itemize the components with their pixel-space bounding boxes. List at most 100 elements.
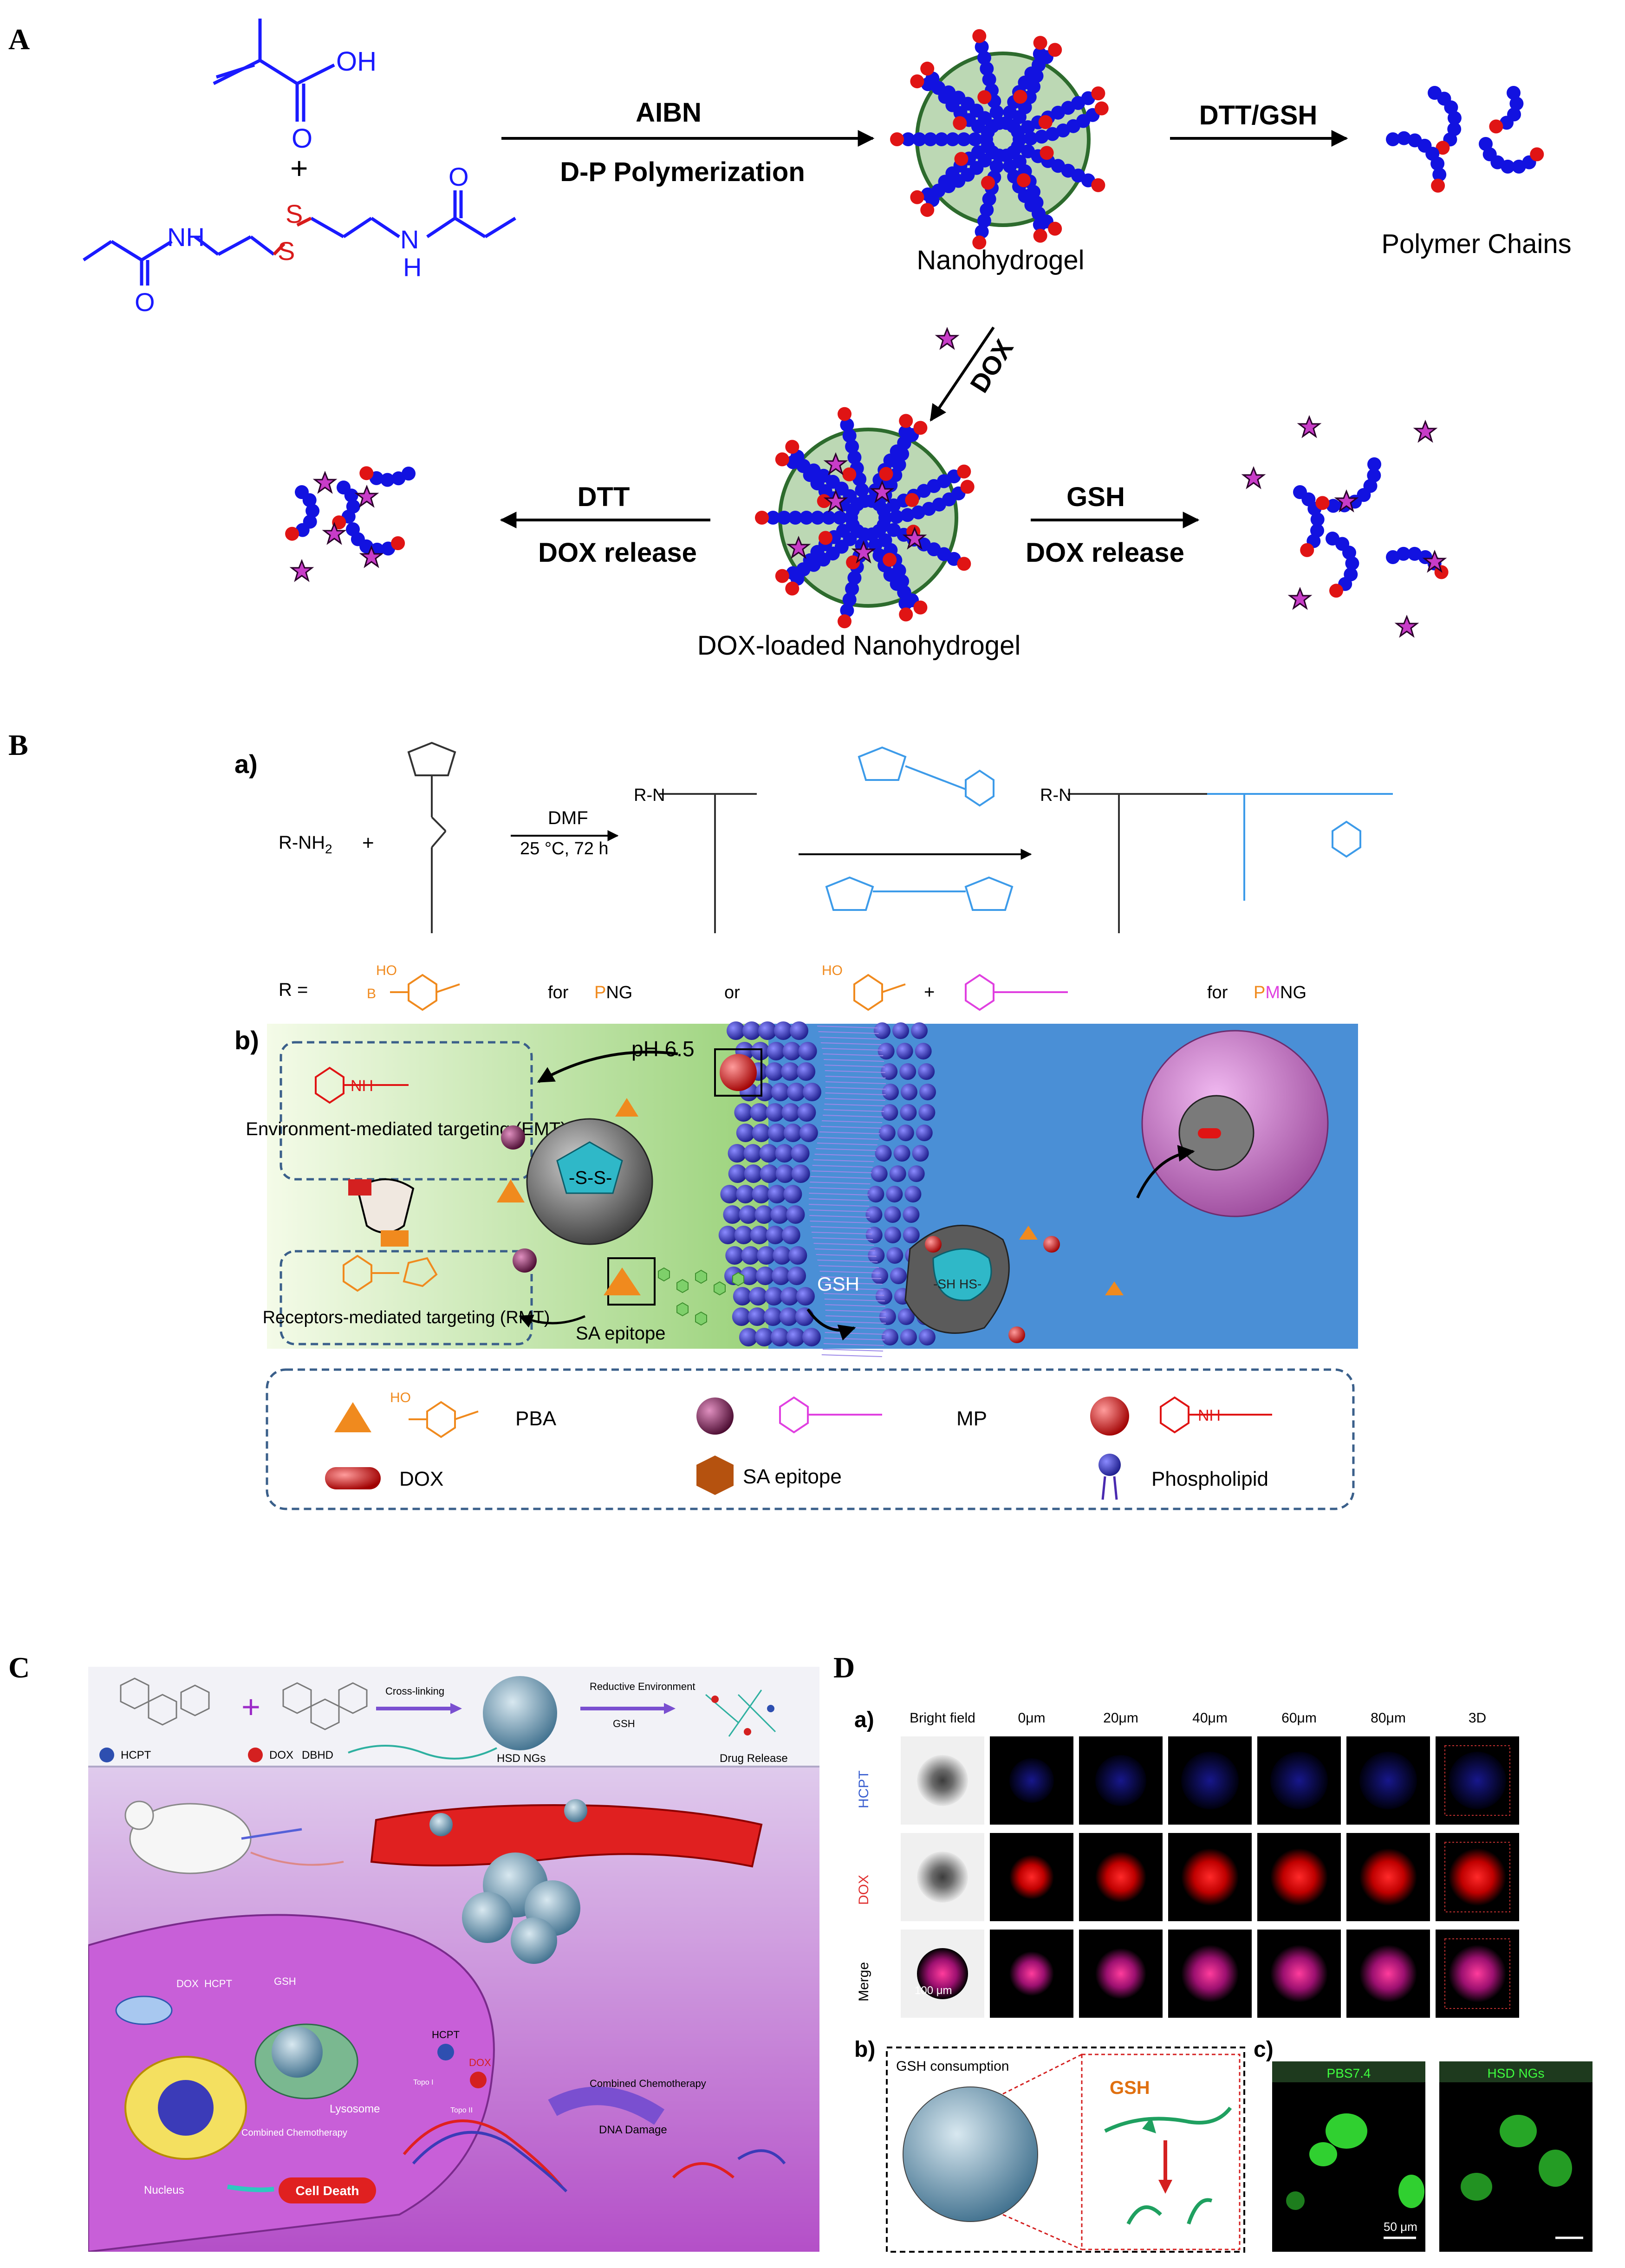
polymer-bead (910, 190, 924, 204)
macroinitiator-structure (659, 793, 757, 933)
svg-text:DOX release: DOX release (538, 538, 697, 568)
svg-text:DBHD: DBHD (302, 1749, 333, 1761)
polymer-bead (913, 600, 928, 615)
polymer-bead (1310, 523, 1324, 538)
monomer-structure (407, 741, 456, 933)
polymer-bead (800, 511, 813, 525)
polymer-bead (1430, 156, 1445, 171)
svg-text:NH: NH (1198, 1407, 1221, 1424)
polymer-bead (1342, 546, 1356, 560)
svg-text:Drug Release: Drug Release (720, 1752, 788, 1765)
polymer-bead (842, 592, 857, 607)
polymer-bead (777, 511, 791, 525)
reductant-label: DTT/GSH (1199, 100, 1318, 130)
panel-b-scheme: a) b) R-NH2 + DMF 25 °C, 72 h R-N R-N R … (234, 741, 1393, 1510)
polymer-bead (899, 607, 913, 622)
extracellular-bg (267, 1024, 768, 1349)
svg-text:B: B (367, 986, 376, 1001)
polymer-bead (911, 505, 925, 520)
polymer-chains-label: Polymer Chains (1381, 229, 1571, 259)
polymer-bead (1489, 119, 1503, 134)
polymer-bead (910, 74, 924, 89)
polymer-bead (901, 132, 915, 146)
polymer-bead (1091, 86, 1105, 101)
svg-text:25 °C, 72 h: 25 °C, 72 h (520, 839, 609, 858)
polymer-bead (923, 132, 937, 146)
polymer-bead (840, 418, 854, 432)
polymer-bead (975, 40, 989, 54)
ph-label: pH 6.5 (631, 1037, 695, 1061)
svg-text:R =: R = (279, 980, 308, 1000)
polymer-bead (892, 458, 906, 472)
handshake-icon (348, 1178, 415, 1247)
column-header: 3D (1469, 1710, 1486, 1726)
sa-epitope-label: SA epitope (576, 1323, 666, 1344)
nanohydrogel-label: Nanohydrogel (916, 245, 1084, 275)
polymer-bead (1034, 130, 1049, 144)
polymer-bead (977, 51, 991, 65)
svg-text:-SH HS-: -SH HS- (933, 1277, 982, 1291)
svg-text:GSH: GSH (817, 1273, 859, 1295)
row-label: HCPT (856, 1770, 871, 1808)
svg-text:HO: HO (822, 963, 843, 978)
panel-label-c: C (8, 1651, 30, 1684)
legend-dox: DOX (399, 1468, 443, 1490)
svg-text:HCPT: HCPT (204, 1978, 232, 1989)
polymer-bead (1501, 159, 1515, 174)
polymer-bead (847, 450, 862, 465)
polymer-bead (775, 569, 789, 583)
polymer-bead (845, 439, 859, 454)
polymer-bead (855, 483, 869, 497)
svg-text:DOX release: DOX release (1026, 538, 1184, 568)
svg-text:Combined Chemotherapy: Combined Chemotherapy (590, 2078, 706, 2089)
svg-text:for: for (548, 983, 569, 1002)
polymer-bead-chains (285, 29, 1544, 637)
polymer-bead (975, 224, 989, 239)
rmt-label: Receptors-mediated targeting (RMT) (263, 1308, 550, 1327)
cell-death-badge (279, 2177, 376, 2203)
svg-text:PMNG: PMNG (1254, 983, 1306, 1002)
polymer-bead (1048, 221, 1062, 236)
svg-text:GSH consumption: GSH consumption (896, 2059, 1009, 2074)
plus-a: + (290, 151, 308, 185)
legend-box (266, 1368, 1355, 1510)
svg-text:DOX: DOX (269, 1749, 293, 1761)
polymer-bead (344, 488, 358, 503)
sub-label-d-c: c) (1254, 2037, 1274, 2062)
polymer-bead (359, 466, 374, 481)
polymer-bead (890, 132, 904, 146)
polymer-bead (1033, 228, 1047, 243)
panel-label-a: A (8, 23, 30, 56)
svg-text:Cross-linking: Cross-linking (385, 1685, 444, 1697)
polymer-bead (847, 571, 862, 585)
polymer-bead (822, 511, 836, 525)
polymer-bead (295, 523, 310, 537)
dna-helix (403, 2119, 563, 2188)
polymer-bead (989, 105, 1004, 119)
svg-text:O: O (135, 287, 155, 317)
polymer-bead (838, 614, 852, 629)
svg-text:GSH: GSH (1110, 2078, 1150, 2098)
polymer-bead (788, 511, 802, 525)
svg-text:DTT: DTT (578, 482, 630, 512)
polymer-bead (980, 61, 994, 76)
polymer-bead (1432, 168, 1447, 182)
polymer-bead (982, 192, 996, 206)
polymer-bead (1029, 69, 1044, 83)
row-label: Merge (856, 1962, 871, 2002)
polymer-bead (960, 480, 975, 494)
polymer-bead (1027, 79, 1040, 94)
polymer-bead (1326, 499, 1340, 513)
dox-arrow-label: DOX (964, 334, 1019, 397)
polymer-bead (957, 464, 971, 479)
svg-text:H: H (403, 253, 422, 282)
sub-label-d-a: a) (854, 1708, 874, 1732)
sub-label-b-a: a) (234, 749, 258, 779)
sub-label-d-b: b) (854, 2037, 875, 2062)
polymer-bead (977, 214, 991, 228)
polymer-bead (1397, 131, 1411, 145)
emt-box (280, 1041, 533, 1181)
svg-text:HSD NGs: HSD NGs (497, 1752, 546, 1765)
svg-text:Topo II: Topo II (450, 2106, 473, 2114)
polymer-bead (1094, 101, 1109, 116)
